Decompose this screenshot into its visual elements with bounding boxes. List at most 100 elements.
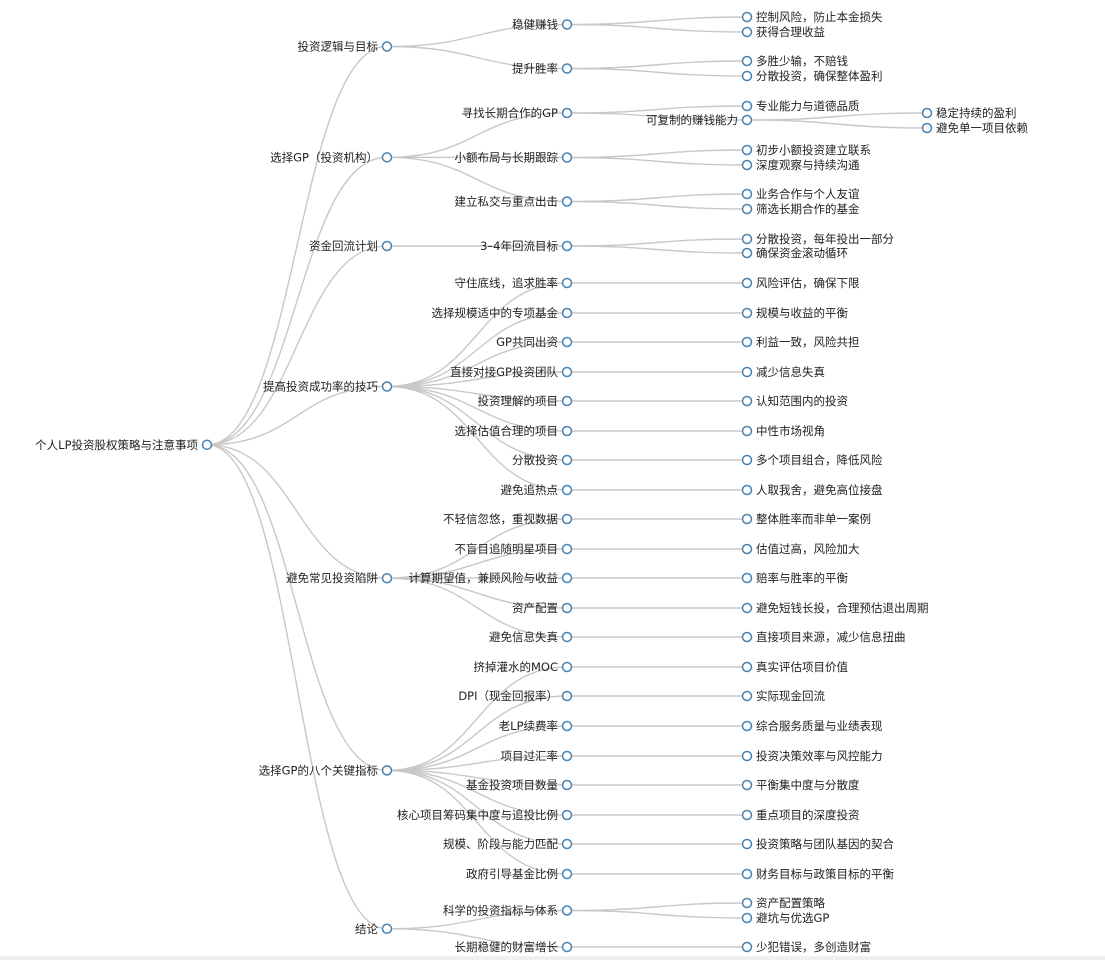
node-toggle-circle[interactable]: [741, 838, 753, 850]
node-toggle-circle[interactable]: [561, 336, 573, 348]
node-toggle-circle[interactable]: [561, 690, 573, 702]
branch-node-0-1-0[interactable]: 寻找长期合作的GP: [462, 106, 573, 120]
branch-node-0-4[interactable]: 避免常见投资陷阱: [286, 571, 393, 585]
leaf-node-0-1-0-1-0[interactable]: 稳定持续的盈利: [921, 106, 1017, 120]
node-toggle-circle[interactable]: [741, 897, 753, 909]
node-toggle-circle[interactable]: [561, 661, 573, 673]
leaf-node-0-0-0-1[interactable]: 获得合理收益: [741, 25, 826, 39]
node-toggle-circle[interactable]: [561, 838, 573, 850]
node-toggle-circle[interactable]: [561, 484, 573, 496]
leaf-node-0-0-1-0[interactable]: 多胜少输，不赔钱: [741, 54, 849, 68]
leaf-node-0-3-2-0[interactable]: 利益一致，风险共担: [741, 335, 860, 349]
branch-node-0-3-5[interactable]: 选择估值合理的项目: [455, 424, 573, 438]
leaf-node-0-1-2-1[interactable]: 筛选长期合作的基金: [741, 202, 860, 216]
node-toggle-circle[interactable]: [561, 543, 573, 555]
branch-node-0-4-1[interactable]: 不盲目追随明星项目: [455, 542, 573, 556]
node-toggle-circle[interactable]: [561, 307, 573, 319]
node-toggle-circle[interactable]: [921, 122, 933, 134]
leaf-node-0-5-2-0[interactable]: 综合服务质量与业绩表现: [741, 719, 883, 733]
node-toggle-circle[interactable]: [561, 63, 573, 74]
node-toggle-circle[interactable]: [741, 631, 753, 643]
node-toggle-circle[interactable]: [561, 572, 573, 584]
leaf-node-0-5-6-0[interactable]: 投资策略与团队基因的契合: [741, 837, 895, 851]
leaf-node-0-5-4-0[interactable]: 平衡集中度与分散度: [741, 778, 860, 792]
branch-node-0-4-4[interactable]: 避免信息失真: [489, 630, 573, 644]
branch-node-0[interactable]: 个人LP投资股权策略与注意事项: [35, 438, 213, 452]
node-toggle-circle[interactable]: [561, 602, 573, 614]
node-toggle-circle[interactable]: [561, 240, 573, 252]
leaf-node-0-4-4-0[interactable]: 直接项目来源，减少信息扭曲: [741, 630, 906, 644]
leaf-node-0-1-1-1[interactable]: 深度观察与持续沟通: [741, 158, 860, 172]
leaf-node-0-4-2-0[interactable]: 赔率与胜率的平衡: [741, 571, 849, 585]
node-toggle-circle[interactable]: [741, 366, 753, 378]
node-toggle-circle[interactable]: [561, 107, 573, 119]
branch-node-0-5[interactable]: 选择GP的八个关键指标: [259, 763, 393, 777]
node-toggle-circle[interactable]: [741, 720, 753, 732]
node-toggle-circle[interactable]: [741, 336, 753, 348]
leaf-node-0-5-3-0[interactable]: 投资决策效率与风控能力: [741, 749, 883, 763]
node-toggle-circle[interactable]: [561, 152, 573, 163]
node-toggle-circle[interactable]: [741, 941, 753, 953]
branch-node-0-1-0-1[interactable]: 可复制的赚钱能力: [646, 113, 753, 127]
node-toggle-circle[interactable]: [741, 690, 753, 702]
branch-node-0-3-1[interactable]: 选择规模适中的专项基金: [432, 306, 573, 320]
branch-node-0-3-0[interactable]: 守住底线，追求胜率: [455, 276, 573, 290]
branch-node-0-1-1[interactable]: 小额布局与长期跟踪: [455, 151, 573, 165]
node-toggle-circle[interactable]: [381, 765, 393, 776]
leaf-node-0-6-1-0[interactable]: 少犯错误，多创造财富: [741, 940, 872, 954]
leaf-node-0-0-0-0[interactable]: 控制风险，防止本金损失: [741, 10, 883, 24]
node-toggle-circle[interactable]: [381, 381, 393, 392]
leaf-node-0-6-0-0[interactable]: 资产配置策略: [741, 896, 826, 910]
branch-node-0-5-1[interactable]: DPI（现金回报率）: [458, 689, 573, 703]
node-toggle-circle[interactable]: [561, 750, 573, 762]
branch-node-0-1-2[interactable]: 建立私交与重点出击: [455, 195, 573, 209]
leaf-node-0-1-1-0[interactable]: 初步小额投资建立联系: [741, 143, 872, 157]
node-toggle-circle[interactable]: [381, 240, 393, 252]
leaf-node-0-3-6-0[interactable]: 多个项目组合，降低风险: [741, 453, 883, 467]
node-toggle-circle[interactable]: [741, 912, 753, 924]
node-toggle-circle[interactable]: [741, 484, 753, 496]
node-toggle-circle[interactable]: [741, 233, 753, 245]
leaf-node-0-3-5-0[interactable]: 中性市场视角: [741, 424, 826, 438]
branch-node-0-4-0[interactable]: 不轻信忽悠，重视数据: [443, 512, 573, 526]
node-toggle-circle[interactable]: [561, 513, 573, 525]
node-toggle-circle[interactable]: [741, 277, 753, 289]
leaf-node-0-1-0-1-1[interactable]: 避免单一项目依赖: [921, 121, 1029, 135]
node-toggle-circle[interactable]: [741, 11, 753, 23]
node-toggle-circle[interactable]: [741, 307, 753, 319]
node-toggle-circle[interactable]: [741, 114, 753, 126]
branch-node-0-5-5[interactable]: 核心项目筹码集中度与追投比例: [397, 808, 573, 822]
leaf-node-0-5-7-0[interactable]: 财务目标与政策目标的平衡: [741, 867, 895, 881]
leaf-node-0-2-0-1[interactable]: 确保资金滚动循环: [741, 246, 849, 260]
node-toggle-circle[interactable]: [741, 868, 753, 880]
node-toggle-circle[interactable]: [741, 779, 753, 791]
node-toggle-circle[interactable]: [381, 923, 393, 934]
leaf-node-0-3-4-0[interactable]: 认知范围内的投资: [741, 394, 849, 408]
branch-node-0-5-3[interactable]: 项目过汇率: [501, 749, 573, 763]
leaf-node-0-2-0-0[interactable]: 分散投资，每年投出一部分: [741, 232, 895, 246]
node-toggle-circle[interactable]: [741, 26, 753, 38]
leaf-node-0-4-1-0[interactable]: 估值过高，风险加大: [741, 542, 860, 556]
branch-node-0-3-4[interactable]: 投资理解的项目: [478, 394, 573, 408]
node-toggle-circle[interactable]: [561, 905, 573, 916]
leaf-node-0-3-7-0[interactable]: 人取我舍，避免高位接盘: [741, 483, 883, 497]
leaf-node-0-5-0-0[interactable]: 真实评估项目价值: [741, 660, 849, 674]
node-toggle-circle[interactable]: [741, 70, 753, 82]
leaf-node-0-1-0-0[interactable]: 专业能力与道德品质: [741, 99, 860, 113]
node-toggle-circle[interactable]: [741, 572, 753, 584]
branch-node-0-6[interactable]: 结论: [355, 922, 393, 936]
leaf-node-0-0-1-1[interactable]: 分散投资，确保整体盈利: [741, 69, 883, 83]
branch-node-0-5-6[interactable]: 规模、阶段与能力匹配: [443, 837, 573, 851]
branch-node-0-3-7[interactable]: 避免追热点: [501, 483, 573, 497]
node-toggle-circle[interactable]: [561, 868, 573, 880]
branch-node-0-3-6[interactable]: 分散投资: [512, 453, 573, 467]
node-toggle-circle[interactable]: [561, 779, 573, 791]
node-toggle-circle[interactable]: [921, 107, 933, 119]
node-toggle-circle[interactable]: [201, 439, 213, 451]
node-toggle-circle[interactable]: [741, 203, 753, 215]
branch-node-0-2[interactable]: 资金回流计划: [309, 239, 393, 253]
node-toggle-circle[interactable]: [561, 720, 573, 732]
branch-node-0-5-7[interactable]: 政府引导基金比例: [466, 867, 573, 881]
branch-node-0-3-3[interactable]: 直接对接GP投资团队: [450, 365, 573, 379]
node-toggle-circle[interactable]: [381, 41, 393, 52]
